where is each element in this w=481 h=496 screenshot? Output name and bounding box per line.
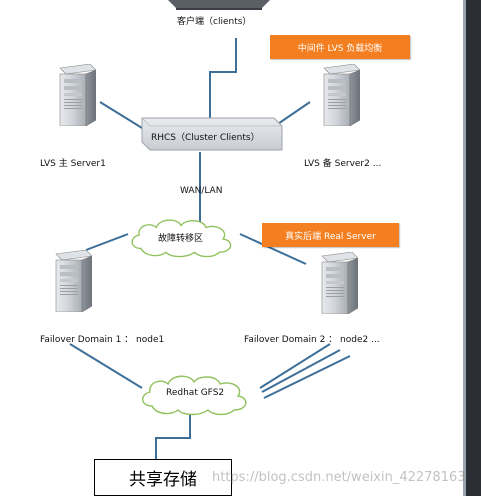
window-edge bbox=[466, 0, 481, 496]
server-tower-icon bbox=[321, 252, 358, 314]
clients-label: 客户端（clients） bbox=[177, 17, 252, 27]
server-tower-icon bbox=[59, 64, 96, 126]
rhcs-cluster-box bbox=[141, 117, 283, 151]
failover-cloud-label: 故障转移区 bbox=[158, 234, 204, 244]
rhcs-label: RHCS（Cluster Clients） bbox=[151, 133, 260, 143]
domain1-label: Failover Domain 1 ： node1 bbox=[40, 335, 165, 345]
watermark: https://blog.csdn.net/weixin_42278163 bbox=[212, 470, 466, 485]
domain2-label: Failover Domain 2 ： node2 ... bbox=[244, 335, 380, 345]
gfs-cloud-label: Redhat GFS2 bbox=[166, 388, 225, 398]
real-server-callout: 真实后端 Real Server bbox=[262, 223, 399, 247]
window-edge-highlight bbox=[463, 0, 466, 496]
connection-lines bbox=[69, 38, 351, 460]
middleware-callout: 中间件 LVS 负载均衡 bbox=[270, 35, 410, 59]
laptop-icon bbox=[168, 0, 270, 10]
server-tower-icon bbox=[55, 250, 92, 312]
lvs-backup-label: LVS 备 Server2 ... bbox=[304, 159, 382, 169]
shared-storage-box: 共享存储 bbox=[94, 459, 232, 496]
network-label: WAN/LAN bbox=[180, 186, 223, 196]
lvs-master-label: LVS 主 Server1 bbox=[40, 159, 106, 169]
server-tower-icon bbox=[323, 64, 360, 126]
